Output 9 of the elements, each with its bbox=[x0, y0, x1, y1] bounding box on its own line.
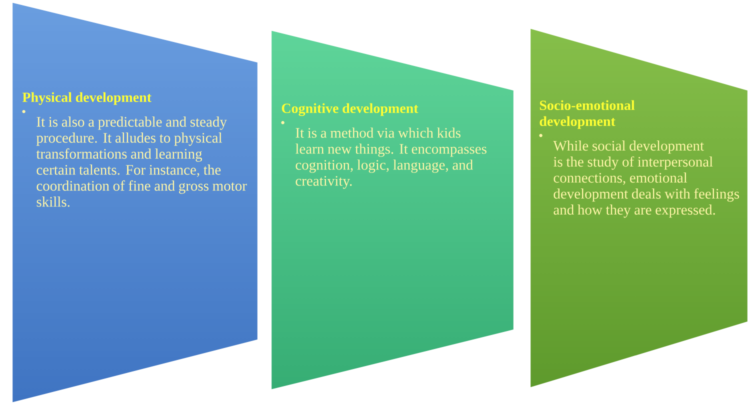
bullet-text: While social development is the study of interpersonal connections, emotional development deals with feelings and how they are expressed. bbox=[553, 140, 740, 218]
panel bbox=[529, 27, 749, 389]
heading: Socio-emotional development bbox=[540, 100, 635, 129]
panel bbox=[11, 1, 259, 404]
heading: Cognitive development bbox=[282, 103, 418, 116]
bullet-text: It is also a predictable and steady procedure. It alludes to physical transformations and learning certain talents. For instance, the coordination of fine and gross motor skills. bbox=[36, 116, 247, 207]
panel bbox=[270, 29, 515, 391]
heading: Physical development bbox=[22, 92, 152, 105]
bullet-text: It is a method via which kids learn new things. It encompasses cognition, logic, language, and creativity. bbox=[296, 128, 486, 189]
